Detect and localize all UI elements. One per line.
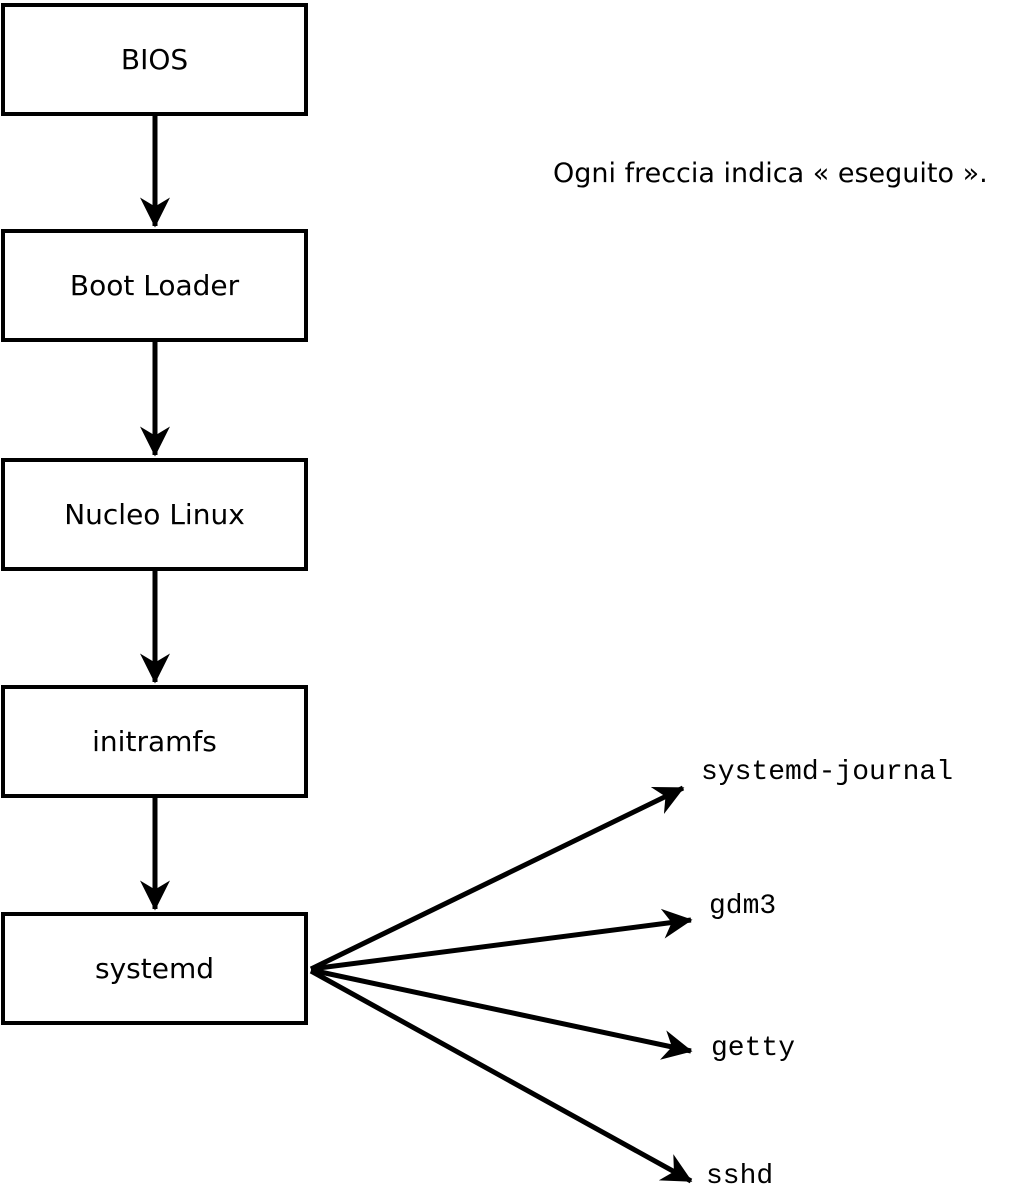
label-sshd: sshd [706,1161,774,1192]
box-nucleo-linux-label: Nucleo Linux [64,498,245,531]
box-nucleo-linux: Nucleo Linux [1,458,308,571]
arrow-systemd-to-getty [310,967,693,1060]
box-bios-label: BIOS [120,43,189,76]
box-systemd-label: systemd [95,952,214,985]
box-boot-loader: Boot Loader [1,229,308,342]
arrow-systemd-to-journal [309,785,685,972]
label-gdm3: gdm3 [709,891,777,922]
arrow-systemd-to-sshd [309,968,693,1184]
box-initramfs: initramfs [1,685,308,798]
box-boot-loader-label: Boot Loader [69,269,240,302]
box-systemd: systemd [1,912,308,1025]
label-systemd-journal: systemd-journal [701,757,954,788]
box-initramfs-label: initramfs [92,725,217,758]
label-getty: getty [711,1033,796,1064]
arrow-systemd-to-gdm3 [310,908,693,972]
annotation-text: Ogni freccia indica « eseguito ». [553,158,988,189]
box-bios: BIOS [1,3,308,116]
